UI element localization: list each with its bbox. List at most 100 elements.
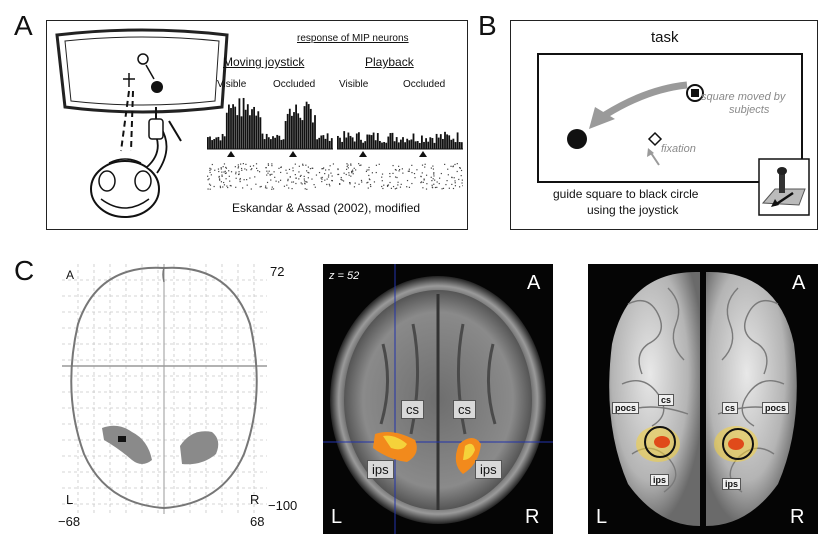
raster-dot [254, 176, 256, 178]
raster-dot [411, 164, 413, 166]
raster-dot [267, 172, 269, 174]
raster-dot [398, 165, 400, 167]
raster-dot [249, 165, 252, 167]
raster-dot [378, 163, 380, 165]
raster-dot [239, 179, 241, 181]
psth-bar [456, 132, 459, 149]
psth-bar [341, 141, 343, 149]
psth-bar [437, 137, 440, 149]
raster-dot [302, 163, 304, 165]
raster-dot [291, 181, 293, 183]
raster-dot [424, 163, 426, 165]
psth-bar [324, 138, 327, 149]
psth-bar [265, 133, 268, 149]
raster-dot [300, 174, 302, 177]
raster-dot [392, 164, 394, 167]
raster-dot [458, 186, 461, 188]
raster-dot [273, 171, 275, 173]
raster-dot [244, 168, 246, 170]
raster-dot [225, 178, 227, 180]
psth-bar [234, 106, 237, 149]
raster-dot [458, 178, 460, 181]
psth-bar [372, 132, 375, 149]
raster-dot [225, 172, 227, 174]
raster-dot [272, 188, 275, 190]
raster-dot [337, 173, 340, 176]
psth-bar [358, 132, 360, 149]
psth-bar [349, 135, 352, 149]
raster-dot [241, 169, 243, 171]
raster-dot [324, 172, 326, 175]
raster-dot [358, 183, 360, 185]
surface-left: L [596, 506, 608, 528]
raster-dot [408, 186, 411, 188]
raster-dot [414, 177, 416, 179]
raster-dot [321, 176, 323, 179]
psth-bar [379, 140, 381, 149]
psth-bar [293, 112, 295, 149]
raster-dot [323, 167, 325, 169]
raster-dot [456, 170, 458, 173]
raster-dot [245, 163, 247, 165]
raster-dot [321, 180, 323, 183]
raster-dot [394, 176, 397, 178]
psth-bar [429, 137, 432, 149]
psth-bar [389, 133, 392, 149]
raster-dot [223, 181, 225, 184]
raster-dot [221, 174, 223, 176]
psth-bar [391, 132, 394, 149]
panel-c-letter: C [14, 255, 35, 286]
raster-dot [433, 183, 435, 185]
raster-dot [350, 170, 353, 173]
raster-dot [459, 167, 461, 169]
raster-dot [298, 165, 300, 167]
psth-bar [355, 133, 358, 149]
psth-bar [267, 137, 270, 149]
raster-dot [347, 164, 349, 166]
raster-dot [222, 166, 224, 168]
panel-b-letter: B [478, 10, 497, 41]
raster-dot [307, 166, 309, 168]
raster-dot [340, 178, 342, 181]
raster-dot [365, 170, 368, 173]
raster-dot [328, 183, 330, 185]
raster-dot [292, 167, 294, 169]
raster-dot [421, 164, 424, 166]
raster-dot [280, 166, 282, 169]
raster-dot [307, 171, 309, 174]
raster-dot [306, 188, 308, 190]
raster-dot [271, 163, 273, 165]
raster-dot [367, 181, 369, 183]
psth-bar [316, 139, 318, 149]
raster-dot [327, 176, 330, 178]
raster-dot [411, 182, 413, 185]
psth-bar [353, 141, 356, 149]
raster-dot [312, 167, 314, 169]
raster-dot [257, 170, 259, 172]
raster-dot [431, 180, 433, 182]
raster-dot [447, 168, 449, 170]
psth-bar [351, 137, 354, 149]
raster-dot [454, 185, 457, 187]
square-note-2: subjects [729, 104, 770, 116]
raster-dot [401, 168, 403, 170]
raster-dot [239, 180, 241, 183]
raster-dot [238, 173, 240, 176]
raster-dot [381, 173, 384, 175]
psth-bar [318, 137, 321, 149]
psth-bar [364, 141, 367, 149]
slice-ips-left: ips [367, 460, 394, 479]
event-marker [419, 151, 427, 157]
raster-dot [433, 173, 435, 175]
target-circle [567, 129, 587, 149]
raster-dot [288, 168, 291, 171]
psth-bar [209, 136, 211, 149]
psth-bar [446, 134, 448, 149]
raster-dot [266, 174, 268, 176]
raster-dot [395, 169, 397, 171]
psth-bar [387, 136, 390, 149]
raster-dot [399, 168, 401, 171]
raster-dot [352, 173, 354, 175]
raster-dot [413, 172, 416, 175]
raster-dot [266, 170, 268, 172]
